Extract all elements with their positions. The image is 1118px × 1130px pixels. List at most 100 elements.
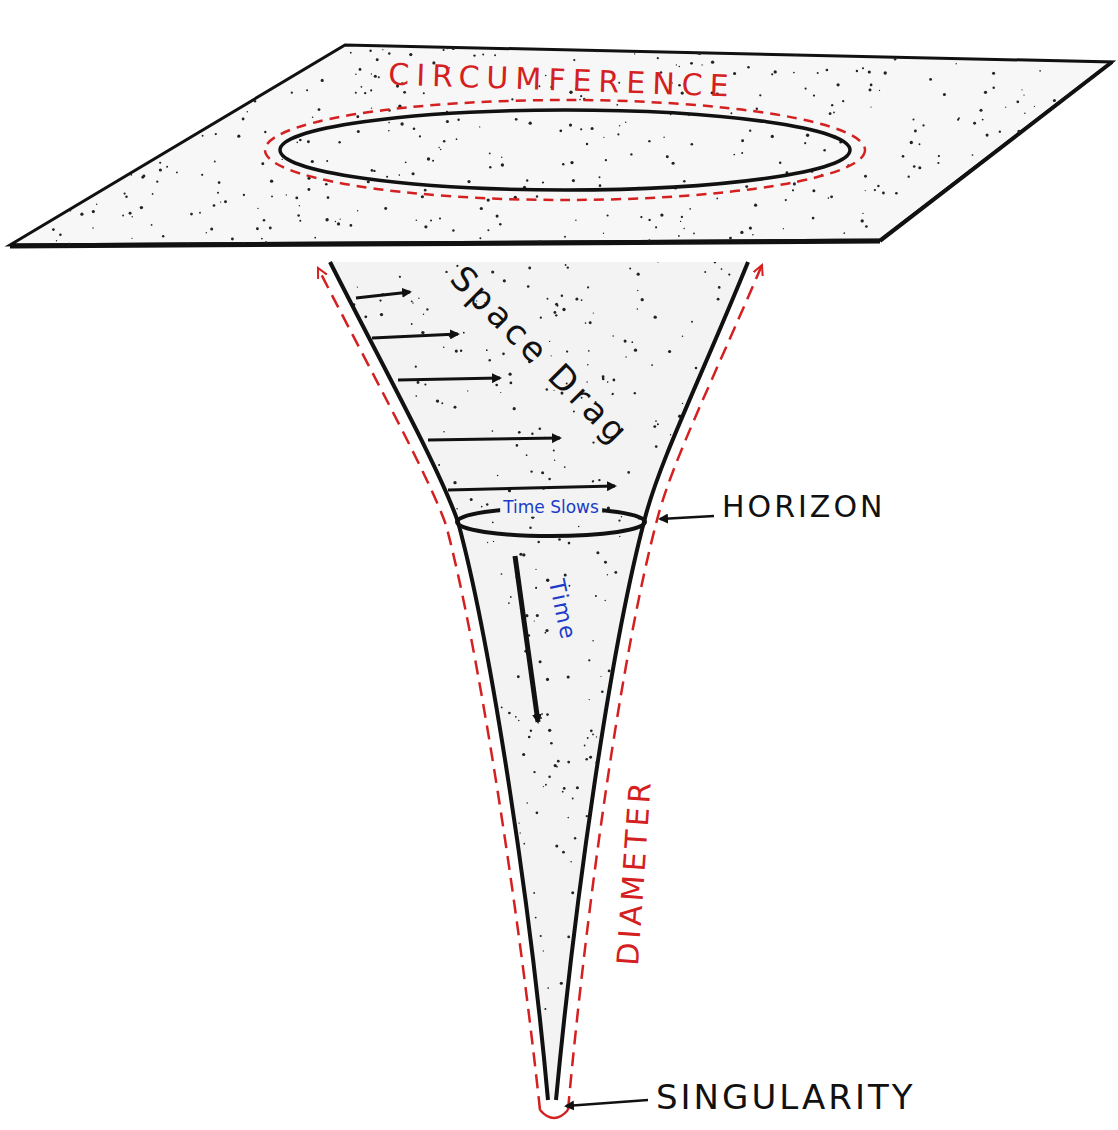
stipple-dot: [1072, 203, 1074, 205]
stipple-dot: [746, 996, 748, 998]
diameter-dashed: [540, 1110, 568, 1118]
stipple-dot: [724, 698, 727, 701]
stipple-dot: [806, 134, 809, 137]
stipple-dot: [630, 153, 632, 155]
stipple-dot: [689, 665, 690, 666]
stipple-dot: [562, 791, 564, 793]
stipple-dot: [449, 786, 451, 788]
stipple-dot: [954, 195, 956, 197]
stipple-dot: [725, 757, 728, 760]
stipple-dot: [61, 171, 63, 173]
stipple-dot: [689, 1040, 691, 1042]
stipple-dot: [286, 194, 287, 195]
stipple-dot: [1105, 151, 1106, 152]
stipple-dot: [446, 120, 449, 123]
stipple-dot: [237, 135, 240, 138]
stipple-dot: [411, 300, 413, 302]
stipple-dot: [299, 139, 302, 142]
stipple-dot: [325, 782, 327, 784]
stipple-dot: [258, 45, 261, 48]
stipple-dot: [907, 227, 910, 230]
stipple-dot: [1102, 157, 1104, 159]
stipple-dot: [567, 266, 569, 268]
stipple-dot: [746, 437, 747, 438]
stipple-dot: [464, 1046, 467, 1049]
stipple-dot: [929, 78, 932, 81]
stipple-dot: [439, 752, 441, 754]
stipple-dot: [307, 188, 310, 191]
stipple-dot: [323, 1049, 325, 1051]
stipple-dot: [361, 1094, 363, 1096]
stipple-dot: [919, 143, 921, 145]
stipple-dot: [443, 431, 445, 433]
stipple-dot: [445, 271, 447, 273]
stipple-dot: [467, 390, 468, 391]
stipple-dot: [1099, 99, 1100, 100]
stipple-dot: [805, 48, 808, 51]
stipple-dot: [72, 190, 75, 193]
stipple-dot: [521, 989, 523, 991]
drag-arrow: [398, 378, 500, 380]
stipple-dot: [737, 1018, 740, 1021]
stipple-dot: [675, 788, 677, 790]
stipple-dot: [792, 189, 794, 191]
stipple-dot: [943, 93, 946, 96]
stipple-dot: [553, 311, 556, 314]
stipple-dot: [489, 166, 491, 168]
stipple-dot: [270, 180, 273, 183]
diameter-dashed: [318, 268, 540, 1110]
stipple-dot: [647, 684, 649, 686]
stipple-dot: [413, 128, 416, 131]
stipple-dot: [600, 676, 601, 677]
stipple-dot: [515, 716, 517, 718]
stipple-dot: [472, 914, 474, 916]
stipple-dot: [176, 171, 178, 173]
stipple-dot: [193, 245, 194, 246]
stipple-dot: [96, 203, 97, 204]
stipple-dot: [1042, 147, 1044, 149]
stipple-dot: [727, 463, 730, 466]
stipple-dot: [1090, 192, 1093, 195]
stipple-dot: [716, 198, 718, 200]
stipple-dot: [584, 745, 586, 747]
stipple-dot: [356, 543, 359, 546]
stipple-dot: [1085, 48, 1087, 50]
stipple-dot: [646, 662, 648, 664]
stipple-dot: [421, 195, 424, 198]
stipple-dot: [566, 1072, 568, 1074]
stipple-dot: [736, 672, 738, 674]
stipple-dot: [513, 941, 516, 944]
stipple-dot: [345, 658, 348, 661]
stipple-dot: [366, 354, 368, 356]
stipple-dot: [685, 469, 688, 472]
stipple-dot: [213, 77, 216, 80]
stipple-dot: [518, 1027, 520, 1029]
stipple-dot: [663, 137, 664, 138]
stipple-dot: [446, 258, 449, 261]
stipple-dot: [487, 198, 490, 201]
stipple-dot: [1071, 234, 1074, 237]
stipple-dot: [733, 154, 735, 156]
stipple-dot: [337, 1011, 338, 1012]
stipple-dot: [111, 155, 114, 158]
stipple-dot: [731, 462, 734, 465]
stipple-dot: [82, 129, 83, 130]
stipple-dot: [419, 1017, 421, 1019]
stipple-dot: [138, 56, 141, 59]
stipple-dot: [357, 592, 360, 595]
stipple-dot: [729, 367, 732, 370]
stipple-dot: [369, 373, 371, 375]
stipple-dot: [350, 224, 353, 227]
plane-edge: [10, 241, 880, 246]
stipple-dot: [574, 837, 576, 839]
stipple-dot: [405, 161, 407, 163]
stipple-dot: [1079, 246, 1082, 249]
stipple-dot: [325, 312, 327, 314]
stipple-dot: [734, 747, 735, 748]
stipple-dot: [398, 438, 400, 440]
stipple-dot: [677, 47, 680, 50]
stipple-dot: [578, 919, 581, 922]
stipple-dot: [741, 955, 743, 957]
stipple-dot: [379, 624, 381, 626]
stipple-dot: [674, 944, 676, 946]
